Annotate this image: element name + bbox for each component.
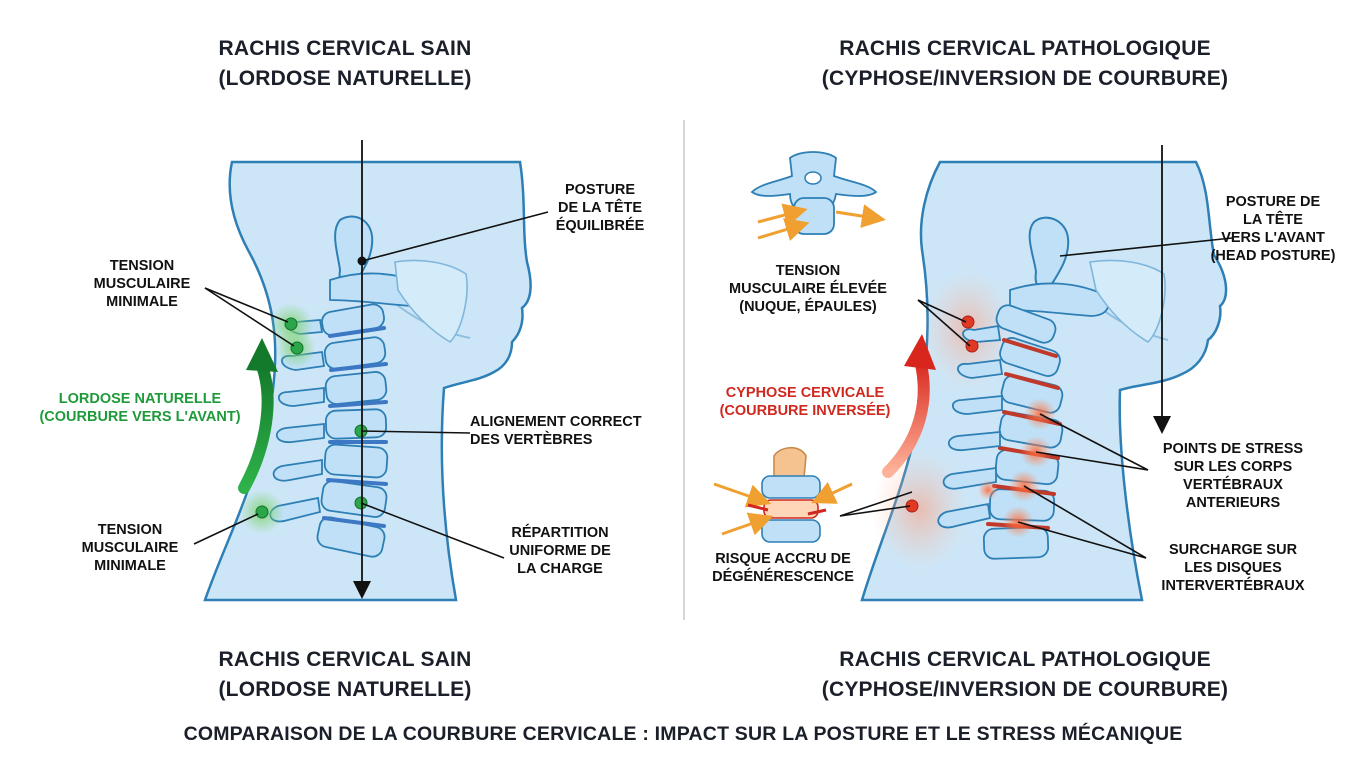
footer-caption: COMPARAISON DE LA COURBURE CERVICALE : I… (183, 723, 1183, 745)
left-leader-lines (193, 211, 549, 559)
tension-point-upper-2 (290, 341, 304, 355)
right-title-top: RACHIS CERVICAL PATHOLOGIQUE (CYPHOSE/IN… (821, 37, 1229, 90)
label-posture-balanced: POSTURE DE LA TÊTE ÉQUILIBRÉE (555, 182, 645, 234)
vertebra-top-view (750, 151, 886, 241)
vertebra-degeneration (713, 446, 853, 543)
label-tension-minimal-bottom: TENSION MUSCULAIRE MINIMALE (81, 522, 179, 574)
right-leader-lines (839, 237, 1233, 559)
label-tension-elevee: TENSION MUSCULAIRE ÉLEVÉE (NUQUE, ÉPAULE… (729, 263, 887, 315)
label-tension-minimal-top: TENSION MUSCULAIRE MINIMALE (93, 258, 191, 310)
muscle-stress-point-2 (965, 339, 979, 353)
label-points-stress: POINTS DE STRESS SUR LES CORPS VERTÉBRAU… (1162, 441, 1304, 511)
label-risque-degenerescence: RISQUE ACCRU DE DÉGÉNÉRESCENCE (712, 551, 854, 585)
left-title-bottom: RACHIS CERVICAL SAIN (LORDOSE NATURELLE) (218, 648, 472, 701)
label-cyphose-cervicale: CYPHOSE CERVICALE (COURBURE INVERSÉE) (719, 385, 891, 419)
right-head (860, 145, 1228, 602)
muscle-stress-point-1 (961, 315, 975, 329)
tension-point-upper-1 (284, 317, 298, 331)
lordosis-arrow (238, 360, 274, 494)
tension-point-lower (255, 505, 269, 519)
label-repartition: RÉPARTITION UNIFORME DE LA CHARGE (509, 525, 611, 577)
label-alignement: ALIGNEMENT CORRECT DES VERTÈBRES (470, 414, 642, 448)
left-head (203, 140, 532, 602)
kyphosis-arrow (882, 354, 930, 478)
right-title-bottom: RACHIS CERVICAL PATHOLOGIQUE (CYPHOSE/IN… (821, 648, 1229, 701)
label-lordose-naturelle: LORDOSE NATURELLE (COURBURE VERS L'AVANT… (39, 391, 241, 425)
label-surcharge-disques: SURCHARGE SUR LES DISQUES INTERVERTÉBRAU… (1161, 542, 1305, 594)
left-title-top: RACHIS CERVICAL SAIN (LORDOSE NATURELLE) (218, 37, 472, 90)
label-posture-forward: POSTURE DE LA TÊTE VERS L'AVANT (HEAD PO… (1210, 194, 1336, 264)
